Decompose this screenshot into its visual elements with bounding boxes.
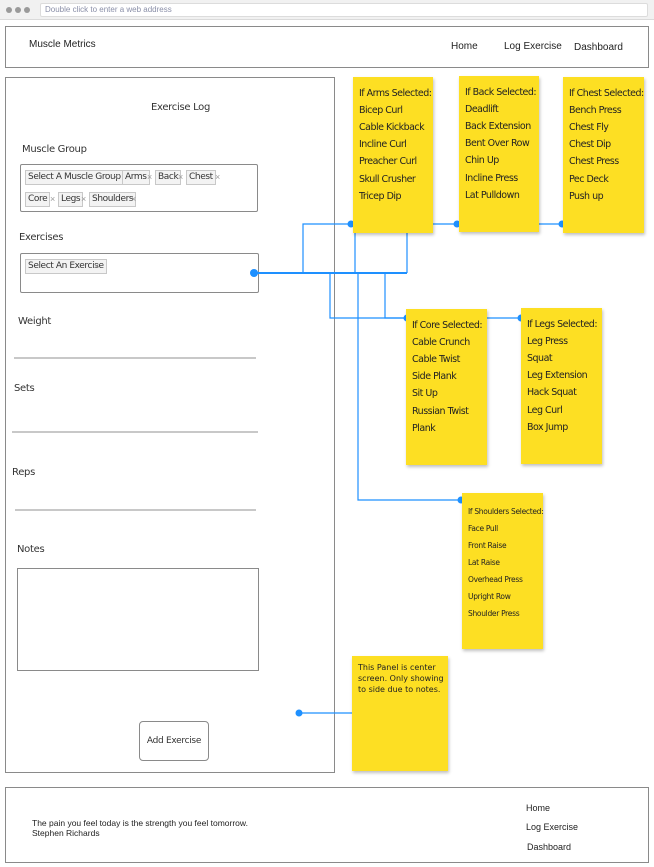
panel-title: Exercise Log	[151, 102, 211, 113]
sticky-item: Back Extension	[465, 121, 531, 132]
remove-chip-icon[interactable]: ×	[50, 194, 56, 204]
exercises-label: Exercises	[19, 232, 64, 243]
footer-nav-home[interactable]: Home	[526, 803, 551, 813]
sticky-item: Cable Crunch	[412, 337, 470, 348]
sets-label: Sets	[14, 383, 35, 394]
address-bar[interactable]: Double click to enter a web address	[40, 3, 648, 17]
remove-chip-icon[interactable]: ×	[147, 172, 153, 182]
muscle-group-select[interactable]: Select A Muscle Group × Arms × Back × Ch…	[20, 164, 258, 212]
browser-bar: Double click to enter a web address	[0, 0, 654, 20]
footer-quote: The pain you feel today is the strength …	[32, 818, 248, 828]
sticky-item: Box Jump	[527, 422, 568, 433]
sticky-item: Side Plank	[412, 371, 457, 382]
sticky-item: Bench Press	[569, 105, 622, 116]
sticky-item: Chest Fly	[569, 122, 609, 133]
sticky-title: If Shoulders Selected:	[468, 507, 544, 516]
chip-legs: Legs	[58, 192, 84, 207]
remove-chip-icon[interactable]: ×	[81, 194, 87, 204]
sticky-item: Preacher Curl	[359, 156, 417, 167]
nav-dashboard[interactable]: Dashboard	[574, 42, 623, 53]
remove-chip-icon[interactable]: ×	[178, 172, 184, 182]
sticky-item: Chest Press	[569, 156, 619, 167]
sticky-chest: If Chest Selected: Bench Press Chest Fly…	[563, 77, 644, 233]
sticky-item: Sit Up	[412, 388, 438, 399]
footer-nav-dashboard[interactable]: Dashboard	[527, 842, 572, 852]
connector-core	[329, 273, 407, 319]
footer-quote-author: Stephen Richards	[32, 828, 100, 838]
chip-select-exercise: Select An Exercise	[25, 259, 107, 274]
notes-textarea[interactable]	[17, 568, 259, 671]
site-header: Muscle Metrics Home Log Exercise Dashboa…	[5, 26, 649, 68]
footer-nav-log-exercise[interactable]: Log Exercise	[526, 822, 579, 832]
sticky-item: Plank	[412, 423, 436, 434]
sticky-title: If Back Selected:	[465, 87, 537, 98]
sticky-item: Chin Up	[465, 155, 499, 166]
sticky-item: Incline Press	[465, 173, 518, 184]
sticky-item: Push up	[569, 191, 604, 202]
sticky-arms: If Arms Selected: Bicep Curl Cable Kickb…	[353, 77, 433, 233]
muscle-group-label: Muscle Group	[22, 144, 87, 155]
chip-select-muscle-group: Select A Muscle Group	[25, 170, 124, 185]
sticky-item: Front Raise	[468, 541, 507, 550]
chip-back: Back	[155, 170, 182, 185]
sticky-item: Incline Curl	[359, 139, 407, 150]
sticky-panel-note: This Panel is center screen. Only showin…	[352, 656, 448, 771]
sticky-item: Lat Raise	[468, 558, 500, 567]
sticky-title: If Legs Selected:	[527, 319, 598, 330]
chip-shoulders: Shoulders	[89, 192, 137, 207]
window-dot-icon	[24, 7, 30, 13]
chip-chest: Chest	[186, 170, 216, 185]
nav-log-exercise[interactable]: Log Exercise	[504, 41, 562, 52]
sticky-item: Bicep Curl	[359, 105, 403, 116]
sticky-item: Pec Deck	[569, 174, 609, 185]
chip-core: Core	[25, 192, 51, 207]
sticky-back: If Back Selected: Deadlift Back Extensio…	[459, 76, 539, 232]
weight-label: Weight	[18, 316, 52, 327]
sticky-item: Leg Press	[527, 336, 568, 347]
sticky-item: Deadlift	[465, 104, 499, 115]
panel-note-text: This Panel is center screen. Only showin…	[358, 663, 444, 694]
sticky-legs: If Legs Selected: Leg Press Squat Leg Ex…	[521, 308, 602, 464]
sticky-item: Hack Squat	[527, 387, 577, 398]
sticky-item: Cable Twist	[412, 354, 460, 365]
sticky-item: Russian Twist	[412, 406, 469, 417]
notes-label: Notes	[17, 544, 45, 555]
sticky-item: Leg Curl	[527, 405, 563, 416]
sticky-shoulders: If Shoulders Selected: Face Pull Front R…	[462, 493, 544, 649]
sticky-title: If Core Selected:	[412, 320, 483, 331]
sticky-core: If Core Selected: Cable Crunch Cable Twi…	[406, 309, 487, 465]
chip-arms: Arms	[122, 170, 150, 185]
window-dot-icon	[6, 7, 12, 13]
sticky-item: Shoulder Press	[468, 609, 520, 618]
exercise-log-panel: Exercise Log Muscle Group Select A Muscl…	[5, 77, 335, 773]
sticky-item: Leg Extension	[527, 370, 588, 381]
sticky-item: Cable Kickback	[359, 122, 425, 133]
sticky-title: If Chest Selected:	[569, 88, 644, 99]
sticky-title: If Arms Selected:	[359, 88, 432, 99]
reps-label: Reps	[12, 467, 36, 478]
remove-chip-icon[interactable]: ×	[131, 194, 137, 204]
sticky-item: Tricep Dip	[359, 191, 402, 202]
sets-input[interactable]	[12, 431, 258, 433]
add-exercise-button[interactable]: Add Exercise	[139, 721, 209, 761]
nav-home[interactable]: Home	[451, 41, 478, 52]
sticky-item: Squat	[527, 353, 553, 364]
remove-chip-icon[interactable]: ×	[215, 172, 221, 182]
weight-input[interactable]	[14, 357, 256, 359]
sticky-item: Chest Dip	[569, 139, 611, 150]
exercise-select[interactable]: Select An Exercise ×	[20, 253, 259, 293]
remove-chip-icon[interactable]: ×	[113, 172, 119, 182]
reps-input[interactable]	[15, 509, 256, 511]
sticky-item: Skull Crusher	[359, 174, 416, 185]
sticky-item: Overhead Press	[468, 575, 523, 584]
sticky-item: Face Pull	[468, 524, 498, 533]
window-dot-icon	[15, 7, 21, 13]
remove-chip-icon[interactable]: ×	[94, 261, 100, 271]
site-footer: The pain you feel today is the strength …	[5, 787, 649, 863]
sticky-item: Upright Row	[468, 592, 511, 601]
brand-name: Muscle Metrics	[29, 39, 96, 50]
sticky-item: Bent Over Row	[465, 138, 530, 149]
sticky-item: Lat Pulldown	[465, 190, 520, 201]
